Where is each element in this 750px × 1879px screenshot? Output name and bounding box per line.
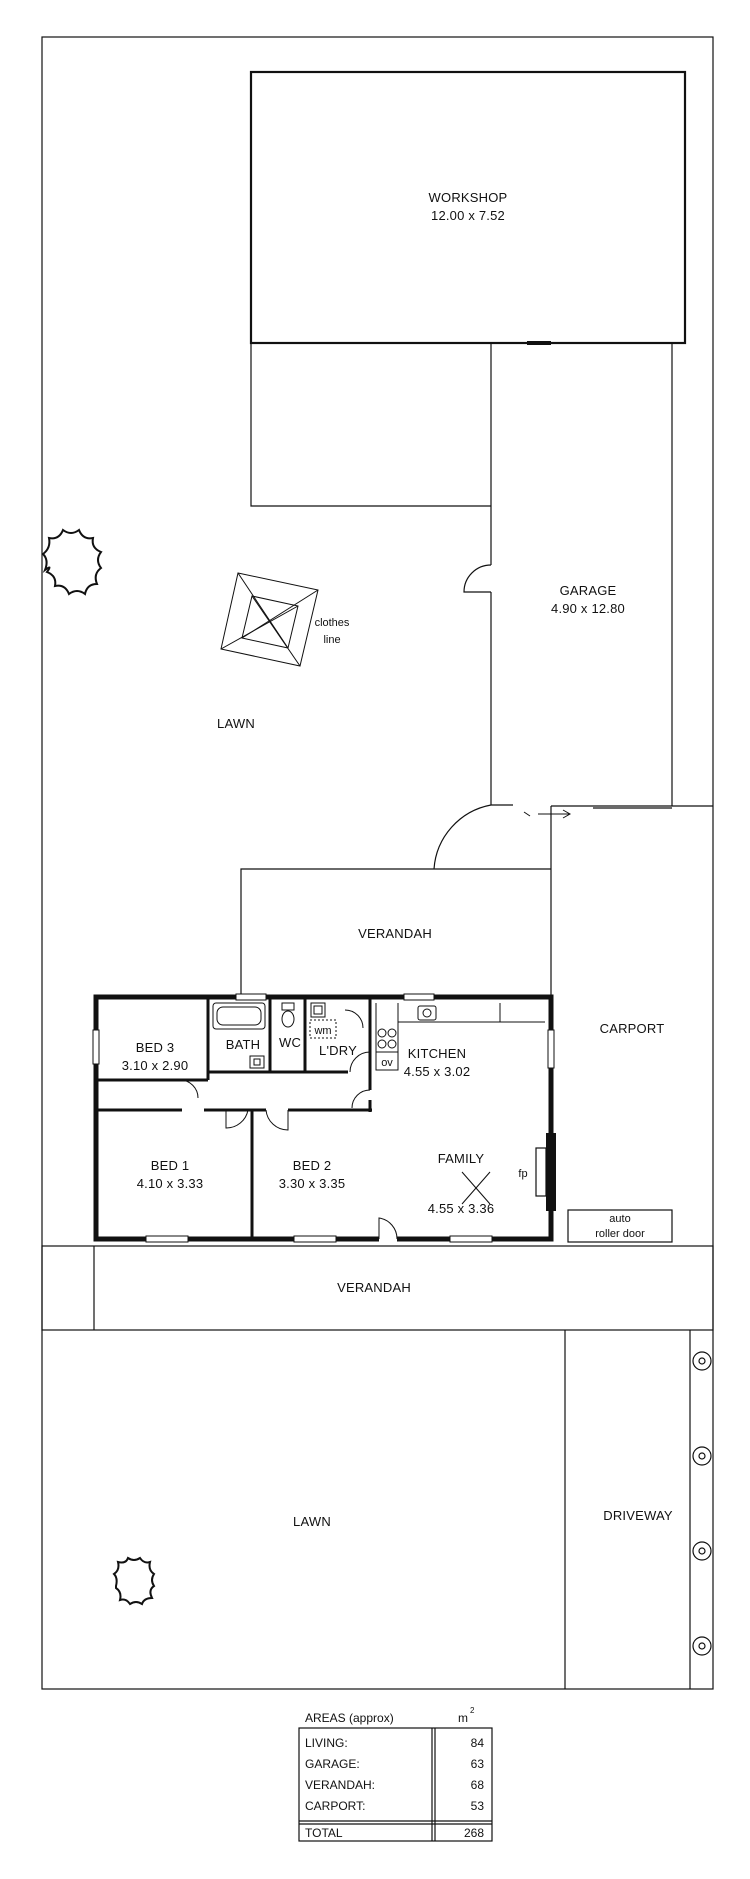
- toilet-cistern: [281, 1002, 295, 1011]
- area-value-carport: 53: [471, 1799, 485, 1813]
- rear-verandah-outline: [240, 868, 551, 997]
- garage-door-swing: [433, 804, 492, 870]
- clothes-line-icon: [220, 572, 319, 667]
- areas-unit-superscript: 2: [470, 1706, 475, 1715]
- front-door-gap: [379, 1236, 397, 1242]
- area-label-total: TOTAL: [305, 1826, 343, 1840]
- area-value-total: 268: [464, 1826, 484, 1840]
- areas-title: AREAS (approx): [305, 1711, 394, 1725]
- ceiling-fan-blade: [461, 1171, 491, 1205]
- rear-lawn-label: LAWN: [217, 716, 255, 731]
- window: [403, 993, 435, 1001]
- laundry-trough: [310, 1002, 326, 1018]
- bed1-label: BED 1: [151, 1158, 190, 1173]
- kitchen-door-swing: [351, 1089, 371, 1109]
- rear-shed-outline: [250, 343, 491, 507]
- wm-label: wm: [313, 1025, 331, 1037]
- bed2-label: BED 2: [293, 1158, 332, 1173]
- bath-vanity: [249, 1055, 265, 1069]
- property-boundary: [41, 36, 714, 1690]
- washing-machine: [309, 1019, 337, 1039]
- kitchen-sink-drain: [422, 1008, 432, 1018]
- workshop-label: WORKSHOP: [429, 190, 508, 205]
- house-outer-wall: [93, 994, 554, 1242]
- kitchen-label: KITCHEN: [408, 1046, 466, 1061]
- kitchen-bench-back: [397, 1003, 545, 1023]
- kitchen-dims: 4.55 x 3.02: [404, 1064, 471, 1079]
- area-label-carport: CARPORT:: [305, 1799, 365, 1813]
- bed2-dims: 3.30 x 3.35: [279, 1176, 346, 1191]
- cooktop-burner: [377, 1039, 387, 1049]
- bed1-door-gap: [182, 1107, 204, 1113]
- tree-icon: [41, 528, 103, 596]
- laundry-rear-door-swing: [344, 1009, 364, 1029]
- garage-dims: 4.90 x 12.80: [551, 601, 625, 616]
- toilet-bowl: [281, 1010, 295, 1028]
- area-value-verandah: 68: [471, 1778, 485, 1792]
- auto-roller-door-box: [567, 1209, 673, 1243]
- wc-label: WC: [279, 1035, 301, 1050]
- bed2-door-swing: [265, 1109, 289, 1131]
- window: [235, 993, 267, 1001]
- area-label-verandah: VERANDAH:: [305, 1778, 375, 1792]
- roller-door-label-2: roller door: [595, 1228, 645, 1240]
- bathtub: [212, 1002, 266, 1030]
- front-door-swing: [378, 1217, 398, 1240]
- clothes-line-label: clothes: [315, 617, 350, 629]
- area-value-living: 84: [471, 1736, 485, 1750]
- bath-basin: [253, 1058, 261, 1066]
- window: [293, 1235, 337, 1243]
- oven-label: ov: [381, 1057, 393, 1069]
- areas-table: AREAS (approx) m 2 LIVING: 84 GARAGE: 63…: [298, 1706, 493, 1842]
- bed1-door-swing: [225, 1109, 249, 1129]
- window: [145, 1235, 189, 1243]
- carport-label: CARPORT: [600, 1021, 665, 1036]
- bed3-dims: 3.10 x 2.90: [122, 1058, 189, 1073]
- cooktop-burner: [387, 1039, 397, 1049]
- kitchen-bench-left: [375, 1003, 399, 1071]
- garage-label: GARAGE: [560, 583, 617, 598]
- rear-verandah-label: VERANDAH: [358, 926, 432, 941]
- window: [449, 1235, 493, 1243]
- garage-entry-arrowhead: [562, 809, 572, 819]
- bed1-dims: 4.10 x 3.33: [137, 1176, 204, 1191]
- areas-unit: m: [458, 1711, 468, 1725]
- laundry-door-swing: [349, 1051, 371, 1073]
- family-label: FAMILY: [438, 1151, 485, 1166]
- workshop-dims: 12.00 x 7.52: [431, 208, 505, 223]
- bed3-label: BED 3: [136, 1040, 175, 1055]
- area-value-garage: 63: [471, 1757, 485, 1771]
- front-lawn-label: LAWN: [293, 1514, 331, 1529]
- front-verandah-outline: [41, 1245, 714, 1331]
- roller-door-label: auto: [609, 1213, 630, 1225]
- tree-icon: [112, 1556, 156, 1606]
- area-label-garage: GARAGE:: [305, 1757, 360, 1771]
- bed3-door-swing: [179, 1079, 199, 1099]
- workshop-outline: [249, 70, 687, 345]
- window: [92, 1029, 100, 1065]
- garage-side-door: [463, 564, 492, 593]
- areas-table-border: [298, 1727, 493, 1842]
- fireplace-chimney: [546, 1133, 556, 1211]
- clothes-line-label-2: line: [323, 634, 340, 646]
- garage-entry-tick: [523, 811, 531, 817]
- front-verandah-label: VERANDAH: [337, 1280, 411, 1295]
- driveway-label: DRIVEWAY: [603, 1508, 673, 1523]
- window: [547, 1029, 555, 1069]
- bathtub-inner: [216, 1006, 262, 1026]
- area-label-living: LIVING:: [305, 1736, 348, 1750]
- laundry-label: L'DRY: [319, 1043, 357, 1058]
- fireplace-hearth: [535, 1147, 547, 1197]
- laundry-trough-inner: [313, 1005, 323, 1015]
- cooktop-burner: [377, 1028, 387, 1038]
- family-dims: 4.55 x 3.36: [428, 1201, 495, 1216]
- shrub-icon: [692, 1351, 712, 1656]
- bed2-door-gap: [266, 1107, 288, 1113]
- fireplace-label: fp: [518, 1168, 527, 1180]
- kitchen-sink: [417, 1005, 437, 1021]
- bath-label: BATH: [226, 1037, 261, 1052]
- cooktop-burner: [387, 1028, 397, 1038]
